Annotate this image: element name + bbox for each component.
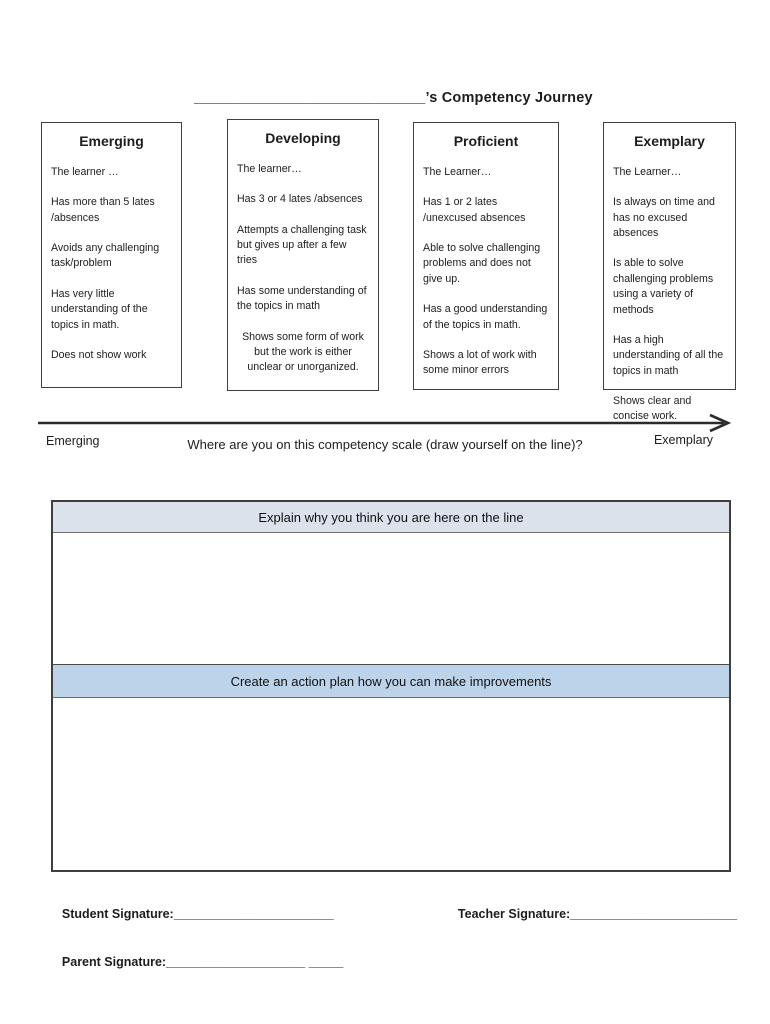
scale-label-exemplary: Exemplary xyxy=(653,433,713,447)
column-item: The Learner… xyxy=(613,166,682,178)
column-title: Proficient xyxy=(453,133,519,149)
column-item: Shows a lot of work with some minor erro… xyxy=(423,348,537,377)
column-item: Is always on time and has no excused abs… xyxy=(613,196,715,240)
student-signature-label: Student Signature: xyxy=(61,907,174,921)
competency-scale-arrow[interactable] xyxy=(36,411,736,435)
teacher-signature-row: Teacher Signature:______________________… xyxy=(444,893,737,935)
action-plan-answer-area[interactable] xyxy=(53,698,729,870)
column-item: Has very little understanding of the top… xyxy=(51,287,148,331)
column-title: Exemplary xyxy=(634,133,705,149)
column-item: Has 1 or 2 lates /unexcused absences xyxy=(423,196,526,224)
column-item: Shows some form of work but the work is … xyxy=(242,330,364,374)
student-signature-line[interactable]: _______________________ xyxy=(173,907,334,921)
column-item: Does not show work xyxy=(51,348,147,361)
column-item: Attempts a challenging task but gives up… xyxy=(237,223,367,267)
column-item: Able to solve challenging problems and d… xyxy=(423,242,541,285)
column-item: Avoids any challenging task/problem xyxy=(51,242,160,270)
student-name-blank-line[interactable]: ____________________________ xyxy=(194,90,426,106)
column-title: Emerging xyxy=(79,133,144,149)
column-item: Has a good understanding of the topics i… xyxy=(423,303,548,331)
competency-column-proficient: Proficient The Learner… Has 1 or 2 lates… xyxy=(413,122,559,390)
column-item: Has 3 or 4 lates /absences xyxy=(237,193,363,206)
competency-column-emerging: Emerging The learner … Has more than 5 l… xyxy=(41,122,182,388)
scale-question: Where are you on this competency scale (… xyxy=(187,437,583,452)
parent-signature-row: Parent Signature:____________________ __… xyxy=(48,941,343,983)
column-item: Is able to solve challenging problems us… xyxy=(613,257,714,316)
action-plan-section-header: Create an action plan how you can make i… xyxy=(53,665,729,698)
scale-label-emerging: Emerging xyxy=(46,434,100,448)
column-item: Has more than 5 lates /absences xyxy=(51,196,155,224)
competency-column-developing: Developing The learner… Has 3 or 4 lates… xyxy=(227,119,379,391)
page-title-text: ’s Competency Journey xyxy=(425,90,593,106)
column-item: The learner… xyxy=(237,163,302,175)
teacher-signature-label: Teacher Signature: xyxy=(457,907,571,921)
explain-answer-area[interactable] xyxy=(53,533,729,665)
parent-signature-label: Parent Signature: xyxy=(61,955,167,969)
teacher-signature-line[interactable]: ________________________ xyxy=(570,907,738,921)
explain-section-header: Explain why you think you are here on th… xyxy=(53,502,729,533)
parent-signature-line[interactable]: ____________________ _____ xyxy=(166,955,344,969)
page-title: ____________________________’s Competenc… xyxy=(0,74,770,122)
column-item: Has a high understanding of all the topi… xyxy=(613,333,724,377)
column-title: Developing xyxy=(265,130,341,146)
student-signature-row: Student Signature:______________________… xyxy=(48,893,334,935)
column-item: Shows clear and concise work. xyxy=(613,394,692,423)
competency-column-exemplary: Exemplary The Learner… Is always on time… xyxy=(603,122,736,422)
column-item: Has some understanding of the topics in … xyxy=(237,284,367,313)
column-item: The learner … xyxy=(51,166,119,178)
reflection-table: Explain why you think you are here on th… xyxy=(51,500,731,872)
column-item: The Learner… xyxy=(423,166,492,178)
